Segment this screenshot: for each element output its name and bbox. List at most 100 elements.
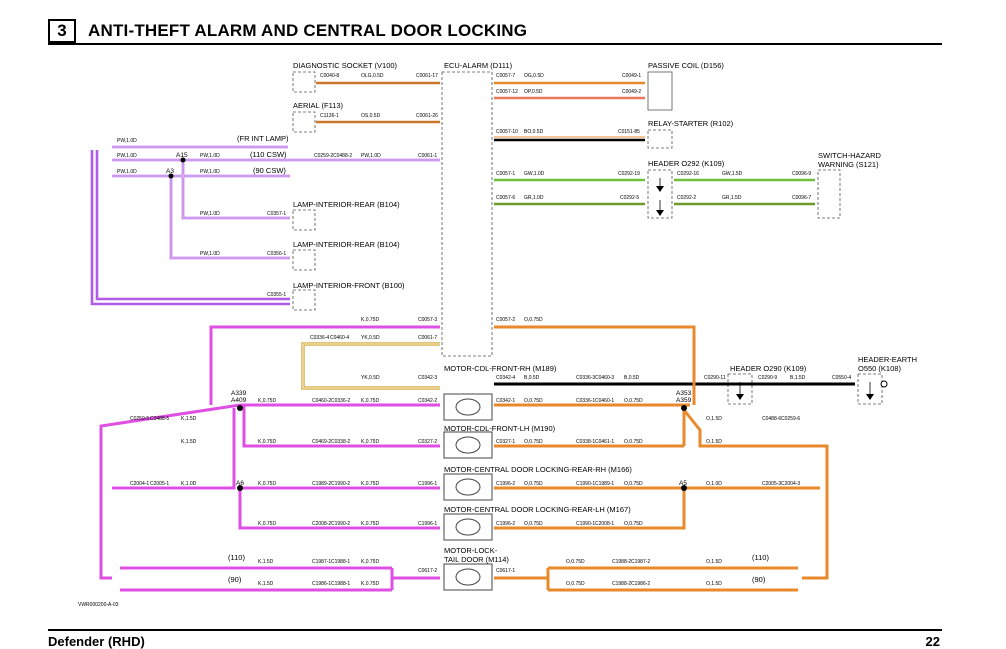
header-earth-box xyxy=(857,373,883,405)
wire-label: C2005-3 xyxy=(762,481,781,487)
section-number: 3 xyxy=(48,19,76,43)
wire-label: C1987-2 xyxy=(631,559,650,565)
wire-label: C1987-1 xyxy=(312,559,331,565)
wire-label: C0460-1 xyxy=(595,398,614,404)
wire-label: C2008-1 xyxy=(595,521,614,527)
wire-label: OS,0.5D xyxy=(361,113,381,119)
wire-label: O,0.75D xyxy=(524,398,543,404)
wire-label: OG,0.5D xyxy=(524,73,544,79)
wire-label: PW,1.0D xyxy=(200,153,220,159)
wire-label: K,0.75D xyxy=(258,439,276,445)
label-motor-m167: MOTOR-CENTRAL DOOR LOCKING-REAR-LH (M167… xyxy=(444,505,631,514)
wire-label: K,1.0D xyxy=(181,481,197,487)
wire-label: O,0.75D xyxy=(566,581,585,587)
wire-label: K,0.75D xyxy=(258,521,276,527)
label-switch-hazard-1: SWITCH-HAZARD xyxy=(818,151,881,160)
passive-coil-box xyxy=(647,71,673,111)
wire-label: O,1.5D xyxy=(706,416,722,422)
wire-label: O,1.5D xyxy=(706,559,722,565)
wire-label: PW,1.0D xyxy=(117,138,137,144)
header-o292-box xyxy=(647,169,673,219)
wire-label: C0488-2 xyxy=(333,153,352,159)
wire-label: C0151-85 xyxy=(618,129,640,135)
wire-label: C1989-2 xyxy=(312,481,331,487)
label-ecu-alarm: ECU-ALARM (D111) xyxy=(444,61,513,70)
label-header-earth-2: O550 (K108) xyxy=(858,364,901,373)
wire-label: O,0.75D xyxy=(524,481,543,487)
wire-label: K,0.75D xyxy=(361,581,379,587)
wire-label: GW,1.5D xyxy=(722,171,743,177)
label-header-o290: HEADER O290 (K109) xyxy=(730,364,807,373)
wire-label: OP,0.5D xyxy=(524,89,543,95)
wire-label: C0057-2 xyxy=(496,317,515,323)
wire-label: C0327-2 xyxy=(418,439,437,445)
wire-label: K,0.75D xyxy=(361,398,379,404)
wire-label: C0460-3 xyxy=(595,375,614,381)
wire-label: C1990-1 xyxy=(576,521,595,527)
wire-label: C0336-2 xyxy=(331,398,350,404)
wire-label: C1996-1 xyxy=(418,521,437,527)
wire-label: PW,1.0D xyxy=(117,169,137,175)
wire-label: C0338-1 xyxy=(576,439,595,445)
label-lamp-rear-1: LAMP-INTERIOR-REAR (B104) xyxy=(293,200,400,209)
wire-label: K,0.75D xyxy=(361,439,379,445)
wire-label: C0061-17 xyxy=(416,73,438,79)
wire-label: C0617-1 xyxy=(496,568,515,574)
wire-label: C0057-1 xyxy=(496,171,515,177)
label-motor-m114-1: MOTOR-LOCK- xyxy=(444,546,498,555)
wire-label: O,1.0D xyxy=(706,481,722,487)
label-110-left: (110) xyxy=(228,553,245,562)
label-switch-hazard-2: WARNING (S121) xyxy=(818,160,879,169)
wire-label: K,0.75D xyxy=(361,521,379,527)
wire-label: K,0.75D xyxy=(258,398,276,404)
wire-label: C0292-5 xyxy=(620,195,639,201)
wire-label: C0061-7 xyxy=(418,335,437,341)
label-relay-starter: RELAY-STARTER (R102) xyxy=(648,119,734,128)
motor-m189-box xyxy=(443,393,493,421)
wire-label: C0292-2 xyxy=(677,195,696,201)
motor-m190-box xyxy=(443,431,493,459)
wire-label: C0336-4 xyxy=(310,335,329,341)
lamp-front-box xyxy=(292,289,316,311)
label-90-left: (90) xyxy=(228,575,242,584)
wire-label: C0461-1 xyxy=(595,439,614,445)
motor-m167-box xyxy=(443,513,493,541)
wire-label: C1988-1 xyxy=(331,581,350,587)
wire-label: K,0.75D xyxy=(361,559,379,565)
wire-label: A5 xyxy=(679,480,687,487)
wire-label: A339 xyxy=(231,390,247,397)
wire-label: A409 xyxy=(231,397,247,404)
wire-label: O,0.75D xyxy=(524,439,543,445)
wire-label: B,0.5D xyxy=(524,375,540,381)
footer-model: Defender (RHD) xyxy=(48,634,145,649)
wire-label: C1996-1 xyxy=(418,481,437,487)
wire-label: C0290-9 xyxy=(758,375,777,381)
wire-label: C0355-1 xyxy=(267,292,286,298)
wire-label: C0057-10 xyxy=(496,129,518,135)
lamp-rear-2-box xyxy=(292,249,316,271)
wire-label: A353 xyxy=(676,390,692,397)
label-110-csw: (110 CSW) xyxy=(250,150,287,159)
wire-label: C0049-1 xyxy=(622,73,641,79)
label-90-csw: (90 CSW) xyxy=(253,166,286,175)
header-o290-box xyxy=(727,373,753,405)
wire-label: A359 xyxy=(676,397,692,404)
wire-label: C0057-3 xyxy=(418,317,437,323)
wire-label: C1990-2 xyxy=(331,521,350,527)
wire-label: C0259-5 xyxy=(130,416,149,422)
wire-label: C1988-2 xyxy=(612,581,631,587)
wire-label: C1986-1 xyxy=(312,581,331,587)
wire-label: O,1.5D xyxy=(706,439,722,445)
wire-label: C1990-1 xyxy=(576,481,595,487)
wire-label: C0259-2 xyxy=(314,153,333,159)
wire-label: C0057-7 xyxy=(496,73,515,79)
wire-label: O,0.75D xyxy=(624,398,643,404)
wire-label: PW,1.0D xyxy=(200,169,220,175)
wire-label: K,0.75D xyxy=(361,317,379,323)
wire-label: K,1.5D xyxy=(258,581,274,587)
ecu-alarm-box xyxy=(441,71,493,357)
wire-label: C0356-1 xyxy=(267,251,286,257)
wire-label: C0096-9 xyxy=(792,171,811,177)
page-title: ANTI-THEFT ALARM AND CENTRAL DOOR LOCKIN… xyxy=(88,21,528,40)
